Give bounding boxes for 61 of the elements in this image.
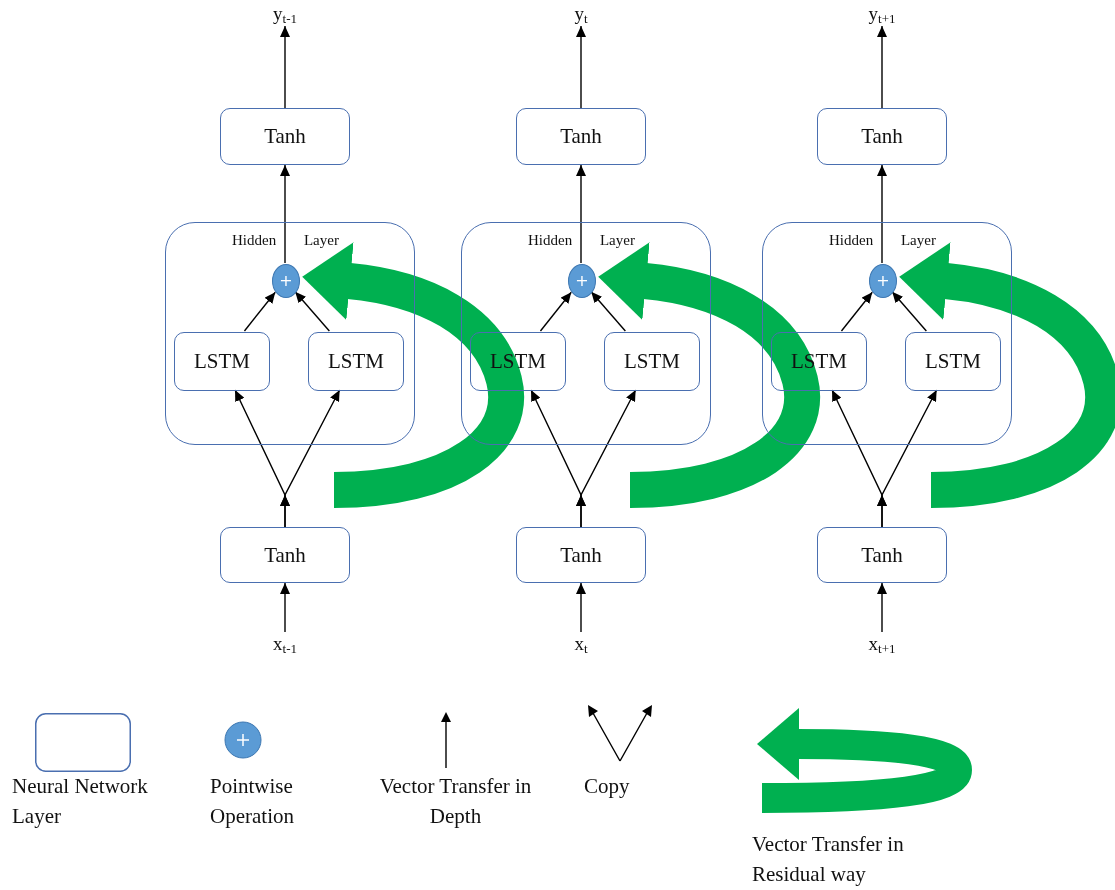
variable-label: y$_{t+1}$ [852,2,912,26]
layer-label: Tanh [861,542,903,568]
arrow [877,164,887,264]
legend-label: Vector Transfer in Depth [378,773,533,830]
arrow [576,25,586,109]
arrow [539,291,572,332]
legend-label: Vector Transfer in Residual way [752,831,905,888]
layer-box [604,332,700,391]
residual-arrow [598,242,820,508]
layer-box [174,332,270,391]
arrow [576,164,586,264]
arrow [576,582,586,633]
arrow [891,291,928,332]
residual-arrow [899,242,1115,508]
legend-label: Copy [584,773,631,800]
layer-label: LSTM [624,349,680,374]
arrow [294,291,331,332]
legend-label: Neural Network Layer [12,773,149,830]
layer-label: LSTM [194,349,250,374]
layer-box [220,108,350,165]
pointwise-op-circle: + [869,264,897,298]
layer-box [516,527,646,583]
layer-box [516,108,646,165]
hidden-layer-panel [762,222,1012,445]
layer-box [220,527,350,583]
panel-title: Hidden Layer [829,232,936,249]
hidden-layer-panel [461,222,711,445]
pointwise-op-circle: + [568,264,596,298]
panel-title: Hidden Layer [232,232,339,249]
arrow [280,164,290,264]
arrow [576,389,637,528]
panel-title: Hidden Layer [528,232,635,249]
arrow [590,291,627,332]
variable-label: y$_{t}$ [551,2,611,26]
arrow [280,389,341,528]
arrow [877,389,938,528]
arrow [840,291,873,332]
variable-label: y$_{t-1}$ [255,2,315,26]
layer-label: Tanh [264,542,306,568]
residual-arrow [302,242,524,508]
arrow [877,582,887,633]
layer-box [308,332,404,391]
legend-label: Pointwise Operation [210,773,295,830]
layer-box [817,527,947,583]
variable-label: x$_{t+1}$ [852,632,912,656]
hidden-layer-panel [165,222,415,445]
pointwise-op-circle: + [272,264,300,298]
layer-label: LSTM [328,349,384,374]
layer-box [817,108,947,165]
layer-label: Tanh [560,124,602,149]
arrow [280,582,290,633]
variable-label: x$_{t}$ [551,632,611,656]
layer-label: Tanh [560,542,602,568]
layer-label: Tanh [264,124,306,149]
layer-box [905,332,1001,391]
layer-label: LSTM [925,349,981,374]
layer-label: Tanh [861,124,903,149]
arrow [280,25,290,109]
arrow [877,25,887,109]
variable-label: x$_{t-1}$ [255,632,315,656]
arrow [243,291,276,332]
